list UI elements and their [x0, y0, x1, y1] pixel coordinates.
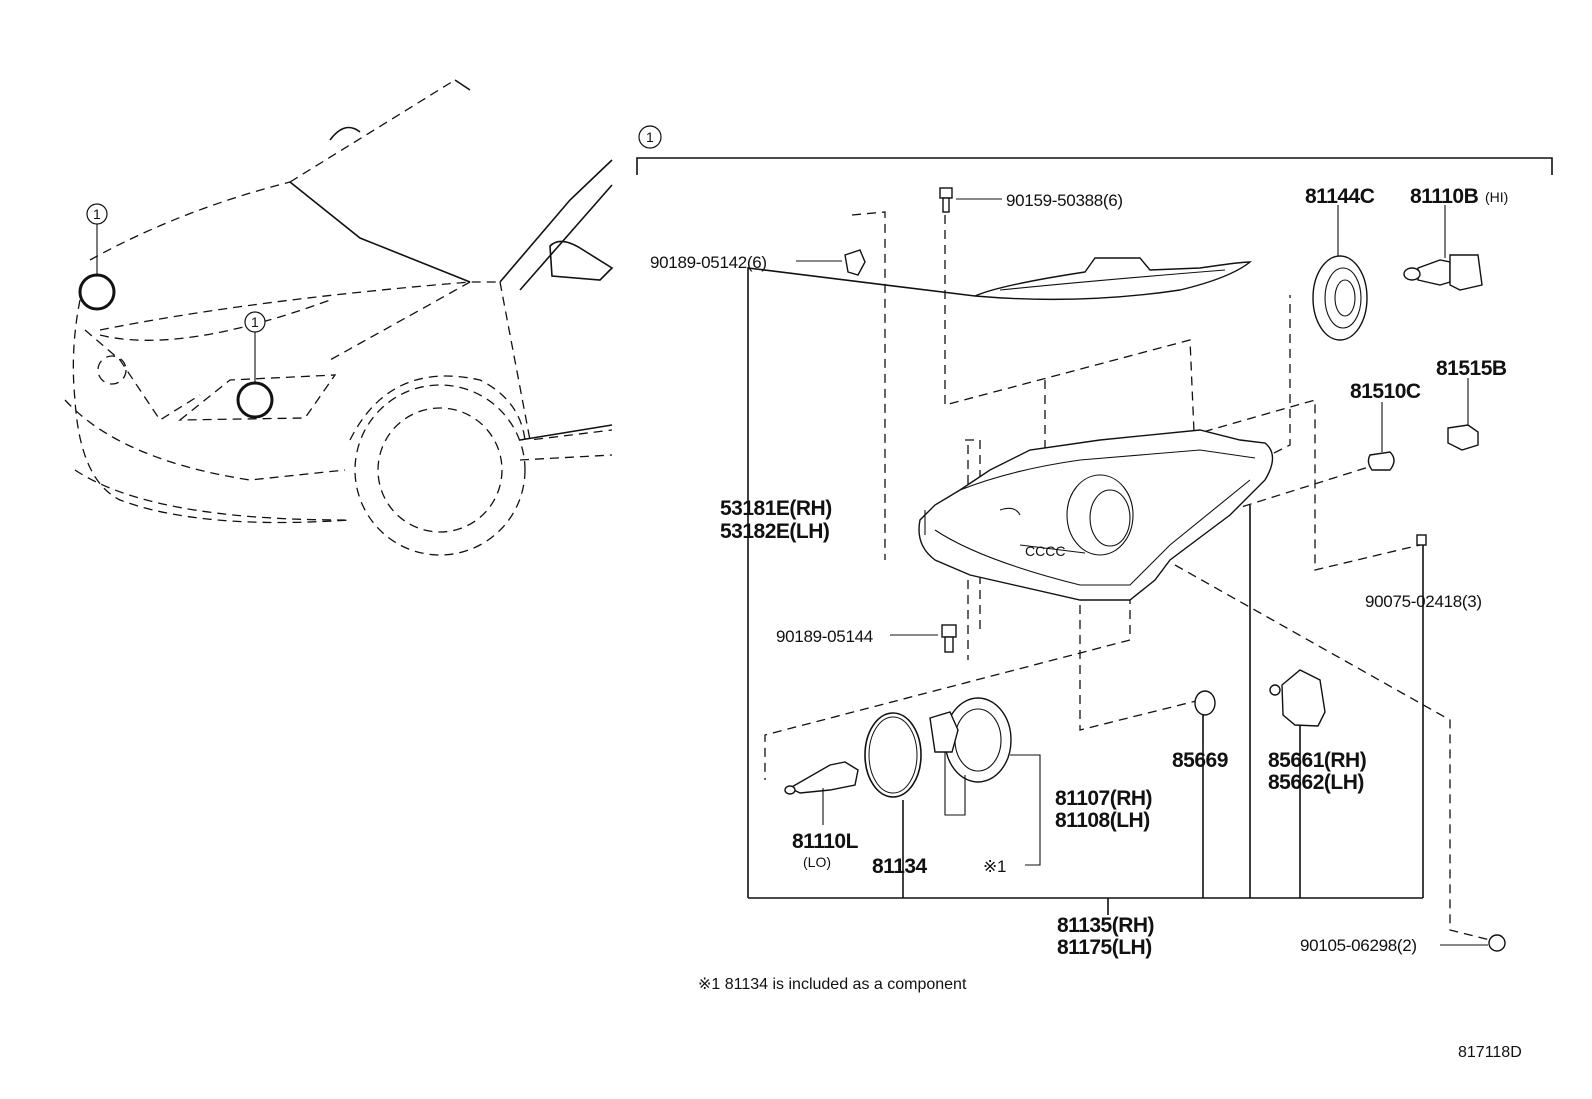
- ref-marker-assembly: 1: [646, 129, 654, 145]
- diagram-id: 817118D: [1458, 1044, 1522, 1061]
- cover-81144C: [1312, 205, 1368, 341]
- label-81144C: 81144C: [1305, 185, 1375, 208]
- label-note-ref: ※1: [983, 857, 1006, 876]
- label-85661: 85661(RH): [1268, 749, 1366, 772]
- led-markings: CCCC: [1025, 543, 1065, 559]
- ballast-81107: [929, 697, 1041, 866]
- label-81510C: 81510C: [1350, 380, 1421, 403]
- assembly-bracket: 1: [636, 125, 1553, 175]
- ref-marker-1a: 1: [93, 206, 101, 222]
- ref-marker-1b: 1: [251, 314, 259, 330]
- label-53182E: 53182E(LH): [720, 520, 829, 543]
- label-81107: 81107(RH): [1055, 787, 1152, 810]
- headlamp-housing: CCCC: [918, 429, 1274, 601]
- screw-90075: [1416, 534, 1427, 546]
- callout-headlamp-lower: 1: [236, 311, 274, 419]
- footnote: ※1 81134 is included as a component: [698, 976, 967, 993]
- oring-85669: [1194, 690, 1216, 745]
- upper-cover-part: [974, 257, 1252, 301]
- label-90189-05144: 90189-05144: [776, 627, 873, 646]
- bolt-90189-05144: [890, 624, 957, 653]
- bulb-81110L: [784, 761, 859, 825]
- bulb-81110B: [1403, 205, 1483, 291]
- callout-headlamp-upper: 1: [78, 203, 116, 311]
- car-front-view: [64, 79, 614, 556]
- part-labels: 90159-50388(6) 90189-05142(6) 81144C 811…: [650, 185, 1508, 959]
- label-90075-02418: 90075-02418(3): [1365, 592, 1482, 611]
- label-81110L: 81110L: [792, 830, 859, 853]
- label-81134: 81134: [872, 855, 928, 878]
- label-81175: 81175(LH): [1057, 936, 1152, 959]
- label-81515B: 81515B: [1436, 357, 1507, 380]
- bolt-90105: [1440, 934, 1506, 952]
- screw-90159: [939, 187, 1002, 213]
- label-81110L-lo: (LO): [803, 854, 831, 870]
- label-90105-06298: 90105-06298(2): [1300, 936, 1417, 955]
- label-81110B: 81110B: [1410, 185, 1479, 208]
- label-85662: 85662(LH): [1268, 771, 1364, 794]
- gasket-81134: [864, 712, 922, 798]
- actuator-85661: [1269, 669, 1326, 727]
- label-90189-05142: 90189-05142(6): [650, 253, 767, 272]
- label-81110B-hi: (HI): [1485, 189, 1508, 205]
- bulb-81510C: [1367, 402, 1395, 471]
- label-85669: 85669: [1172, 749, 1228, 772]
- socket-81515B: [1447, 378, 1479, 451]
- label-90159-50388: 90159-50388(6): [1006, 191, 1123, 210]
- label-53181E: 53181E(RH): [720, 497, 832, 520]
- label-81108: 81108(LH): [1055, 809, 1150, 832]
- label-81135: 81135(RH): [1057, 914, 1154, 937]
- clip-90189-05142: [796, 249, 866, 276]
